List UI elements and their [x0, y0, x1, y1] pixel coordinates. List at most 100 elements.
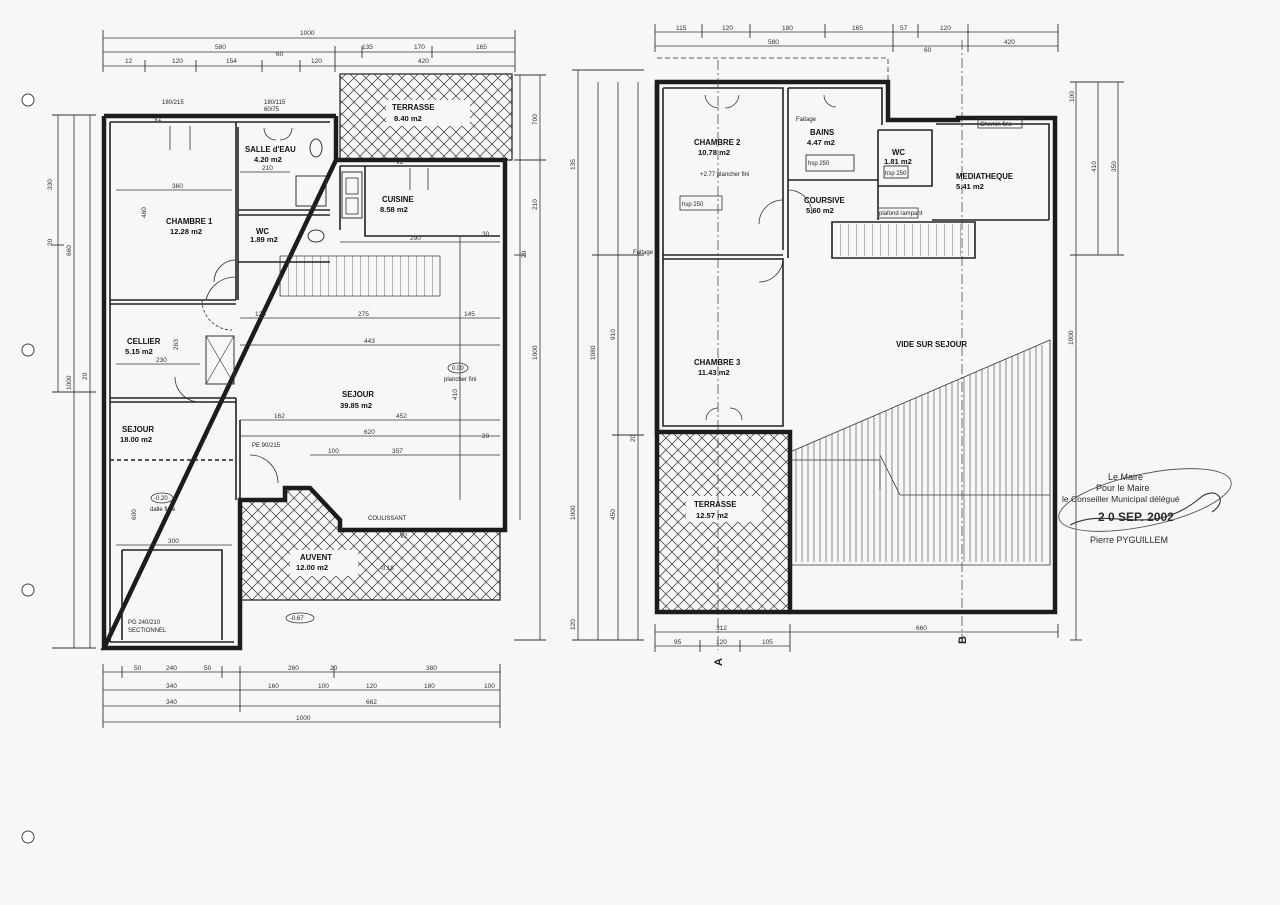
mayor-stamp: Le Maire Pour le Maire le Conseiller Mun… — [1058, 468, 1232, 545]
room-name-mediatheque: MEDIATHEQUE — [956, 172, 1013, 181]
dim-label: 300 — [168, 538, 179, 545]
dim-label: 145 — [464, 311, 475, 318]
dim-label: 30 — [482, 231, 490, 238]
note-coulissant: COULISSANT — [368, 516, 407, 522]
room-name-terrasse: TERRASSE — [694, 500, 736, 509]
dim-label: 275 — [358, 311, 369, 318]
dim-label: 660 — [916, 625, 927, 632]
dim-label: 100 — [318, 683, 329, 690]
room-area-sejour2: 18.00 m2 — [120, 435, 152, 444]
dim-label: 210 — [532, 199, 539, 210]
dim-label: 160 — [268, 683, 279, 690]
room-name-wc: WC — [892, 148, 905, 157]
dim-label: 120 — [716, 639, 727, 646]
room-area-bains: 4.47 m2 — [807, 138, 835, 147]
dim-label: 260 — [288, 665, 299, 672]
note-porte: PE 90/215 — [252, 443, 281, 449]
room-area-salle-eau: 4.20 m2 — [254, 155, 282, 164]
dim-label: 120 — [311, 58, 322, 65]
section-label-a: A — [713, 658, 725, 666]
dim-label: 1080 — [590, 345, 597, 360]
room-area-wc: 1.81 m2 — [884, 157, 912, 166]
note-garage-door: PG 240/210 — [128, 620, 161, 626]
dim-label: 240 — [166, 665, 177, 672]
dim-label: 357 — [392, 448, 403, 455]
room-area-cellier: 5.15 m2 — [125, 347, 153, 356]
dim-label: 380 — [426, 665, 437, 672]
note-shutter: V2 — [400, 534, 408, 540]
dim-label: 330 — [47, 179, 54, 190]
dim-label: 1000 — [296, 715, 311, 722]
level-marker: -0.18 — [380, 566, 394, 572]
note-shutter: V2 — [154, 117, 162, 123]
interior-wall — [663, 254, 783, 260]
chemin-box — [977, 117, 1023, 129]
binder-hole — [21, 830, 35, 844]
note-plafond: plafond rampant — [879, 211, 923, 217]
note-chemin: Chemin fine — [980, 122, 1013, 128]
room-name-chambre3: CHAMBRE 3 — [694, 358, 741, 367]
interior-wall — [110, 397, 236, 403]
dim-label: 460 — [141, 207, 148, 218]
dim-label: 230 — [156, 357, 167, 364]
dim-label: 105 — [762, 639, 773, 646]
upper-exterior-walls — [654, 79, 1058, 615]
ground-bottom-dimensions: 50 240 50 260 20 380 340 160 100 120 180… — [102, 664, 501, 728]
note-hsp: hsp 250 — [885, 171, 907, 177]
dim-label: 662 — [366, 699, 377, 706]
ground-exterior-walls — [100, 113, 508, 651]
interior-wall — [235, 122, 239, 300]
upper-door-swings — [704, 94, 837, 421]
section-label-b: B — [957, 636, 969, 644]
dim-label: 263 — [173, 339, 180, 350]
interior-wall — [787, 87, 883, 258]
dim-label: 580 — [768, 39, 779, 46]
dim-label: 20 — [82, 372, 89, 380]
dim-label: 57 — [900, 25, 908, 32]
upper-floor-plan: 115 120 180 165 57 120 580 60 420 135 10… — [570, 24, 1124, 666]
wc-walls — [878, 129, 933, 187]
ground-interior-dimensions: 360 210 290 123 275 145 443 230 162 452 … — [116, 165, 500, 546]
interior-wall — [238, 209, 330, 216]
room-area-coursive: 5.60 m2 — [806, 206, 834, 215]
note-plancher: plancher fini — [444, 377, 476, 383]
dim-label: 580 — [215, 44, 226, 51]
dim-label: 360 — [172, 183, 183, 190]
room-name-terrasse: TERRASSE — [392, 103, 434, 112]
dim-label: 1000 — [300, 30, 315, 37]
upper-left-dimensions: 135 1080 450 20 1000 910 120 — [570, 69, 644, 641]
stamp-line2: Pour le Maire — [1096, 483, 1150, 493]
note-window: 180/115 — [264, 100, 286, 106]
dim-label: 165 — [476, 44, 487, 51]
chambre-walls — [662, 87, 784, 427]
dim-label: 115 — [676, 25, 687, 32]
dim-label: 600 — [131, 509, 138, 520]
room-area-chambre1: 12.28 m2 — [170, 227, 202, 236]
dim-label: 135 — [362, 44, 373, 51]
ground-top-dimensions: 1000 580 60 135 170 165 12 120 154 120 4… — [102, 30, 516, 72]
room-area-mediatheque: 5.41 m2 — [956, 182, 984, 191]
level-marker: -0.67 — [290, 616, 304, 622]
dim-label: 120 — [940, 25, 951, 32]
dim-label: 135 — [570, 159, 577, 170]
dim-label: 340 — [166, 683, 177, 690]
room-name-cellier: CELLIER — [127, 337, 161, 346]
vide-sur-sejour-roof-lines — [789, 339, 1051, 566]
stamp-date: 2 0 SEP. 2002 — [1098, 510, 1174, 524]
room-area-terrasse: 12.57 m2 — [696, 511, 728, 520]
bathtub-icon — [805, 154, 855, 172]
kitchen-sink-icon — [341, 171, 363, 219]
toilet-icon — [307, 229, 325, 243]
room-name-salle-eau: SALLE d'EAU — [245, 145, 296, 154]
dim-label: 165 — [852, 25, 863, 32]
mediatheque-walls — [932, 123, 1050, 221]
ground-left-dimensions: 330 20 660 20 1000 — [47, 114, 96, 649]
ground-right-dimensions: 700 210 20 1000 — [514, 74, 546, 641]
interior-wall — [339, 165, 500, 237]
level-marker: -0.20 — [154, 496, 168, 502]
dim-label: 420 — [418, 58, 429, 65]
room-name-coursive: COURSIVE — [804, 196, 845, 205]
room-name-vide: VIDE SUR SEJOUR — [896, 340, 967, 349]
dim-label: 410 — [452, 389, 459, 400]
dim-label: 20 — [521, 250, 528, 258]
